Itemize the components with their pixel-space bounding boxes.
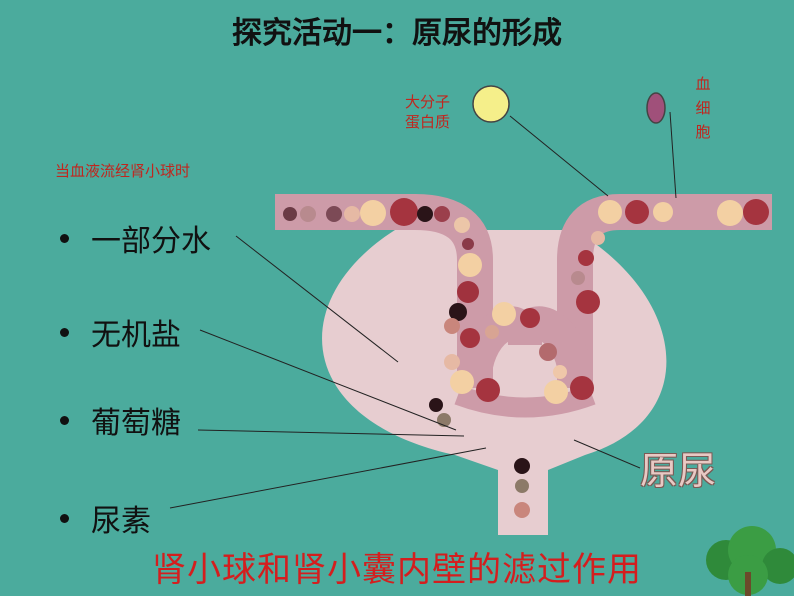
protein-icon — [472, 85, 510, 123]
blood-particle — [462, 238, 474, 250]
bullet-glucose: 葡萄糖 — [60, 398, 181, 442]
blood-particle — [743, 199, 769, 225]
pointer-line — [235, 235, 399, 363]
pointer-line — [169, 447, 487, 509]
blood-particle — [570, 376, 594, 400]
label-char: 胞 — [695, 123, 711, 141]
loop-bottom — [454, 385, 596, 418]
blood-particle — [390, 198, 418, 226]
blood-particle — [444, 354, 460, 370]
blood-particle — [457, 281, 479, 303]
blood-particle — [460, 328, 480, 348]
blood-particle — [653, 202, 673, 222]
filtrate-particle — [429, 398, 443, 412]
blood-particle — [434, 206, 450, 222]
bullet-salt: 无机盐 — [60, 310, 181, 354]
blood-particle — [444, 318, 460, 334]
filtrate-particle — [514, 502, 530, 518]
label-line: 大分子 — [405, 93, 451, 111]
bullet-label: 葡萄糖 — [91, 406, 181, 441]
caption: 肾小球和肾小囊内壁的滤过作用 — [152, 550, 642, 590]
pointer-line — [509, 115, 609, 197]
blood-particle — [360, 200, 386, 226]
blood-particle — [283, 207, 297, 221]
blood-particle — [326, 206, 342, 222]
bullet-dot-icon — [60, 514, 69, 523]
bullet-label: 尿素 — [91, 504, 151, 539]
blood-particle — [544, 380, 568, 404]
blood-particle — [485, 325, 499, 339]
blood-particle — [598, 200, 622, 224]
label-macromolecule-protein: 大分子 蛋白质 — [405, 92, 450, 132]
blood-particle — [571, 271, 585, 285]
bullet-label: 一部分水 — [91, 224, 211, 259]
blood-particle — [492, 302, 516, 326]
bullet-dot-icon — [60, 416, 69, 425]
blood-particle — [539, 343, 557, 361]
glomerulus-loop — [457, 306, 593, 390]
label-line: 蛋白质 — [405, 113, 451, 131]
blood-particle — [476, 378, 500, 402]
bullet-dot-icon — [60, 234, 69, 243]
blood-particle — [625, 200, 649, 224]
bullet-urea: 尿素 — [60, 496, 151, 540]
blood-particle — [449, 303, 467, 321]
filtrate-particle — [514, 458, 530, 474]
blood-particle — [717, 200, 743, 226]
label-char: 血 — [695, 75, 711, 93]
blood-particle — [450, 370, 474, 394]
blood-particle — [553, 365, 567, 379]
blood-particle — [300, 206, 316, 222]
tree-icon — [706, 526, 794, 596]
bullet-dot-icon — [60, 328, 69, 337]
blood-particle — [578, 250, 594, 266]
pointer-line — [197, 429, 465, 437]
blood-particle — [520, 308, 540, 328]
bullet-water: 一部分水 — [60, 216, 211, 260]
label-primary-urine: 原尿 — [640, 449, 717, 493]
pointer-line — [669, 111, 677, 199]
blood-cell-icon — [646, 92, 666, 124]
label-blood-cell: 血 细 胞 — [688, 72, 718, 144]
blood-particle — [417, 206, 433, 222]
blood-particle — [576, 290, 600, 314]
intro-text: 当血液流经肾小球时 — [55, 162, 191, 180]
blood-particle — [458, 253, 482, 277]
blood-particle — [344, 206, 360, 222]
blood-particle — [454, 217, 470, 233]
blood-particle — [591, 231, 605, 245]
filtrate-particle — [515, 479, 529, 493]
pointer-line — [199, 329, 457, 431]
bullet-label: 无机盐 — [91, 318, 181, 353]
pointer-line — [573, 439, 641, 469]
label-char: 细 — [695, 99, 711, 117]
page-title: 探究活动一：原尿的形成 — [232, 16, 562, 51]
